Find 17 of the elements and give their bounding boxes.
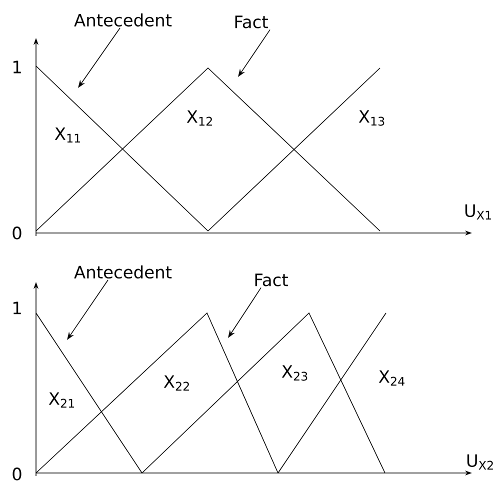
annotation-text: Antecedent bbox=[74, 265, 172, 279]
set-label: X$_{21}$ bbox=[48, 392, 74, 408]
tick-label: 1 bbox=[13, 60, 21, 74]
annotation-text: Fact bbox=[235, 16, 268, 28]
set-label: X$_{23}$ bbox=[282, 365, 308, 381]
axis-label: U$_{X2}$ bbox=[467, 454, 493, 470]
tick-label: 1 bbox=[13, 302, 21, 314]
axis-label: U$_{X1}$ bbox=[465, 204, 491, 220]
annotation-text: Fact bbox=[255, 274, 288, 286]
set-label: X$_{24}$ bbox=[378, 370, 404, 386]
set-label: X$_{13}$ bbox=[358, 110, 384, 126]
tick-label: 0 bbox=[12, 468, 22, 480]
tick-label: 0 bbox=[12, 226, 22, 240]
set-label: X$_{22}$ bbox=[164, 375, 189, 391]
set-label: X$_{11}$ bbox=[54, 127, 80, 143]
set-label: X$_{12}$ bbox=[186, 110, 212, 126]
annotation-text: Antecedent bbox=[74, 13, 172, 27]
